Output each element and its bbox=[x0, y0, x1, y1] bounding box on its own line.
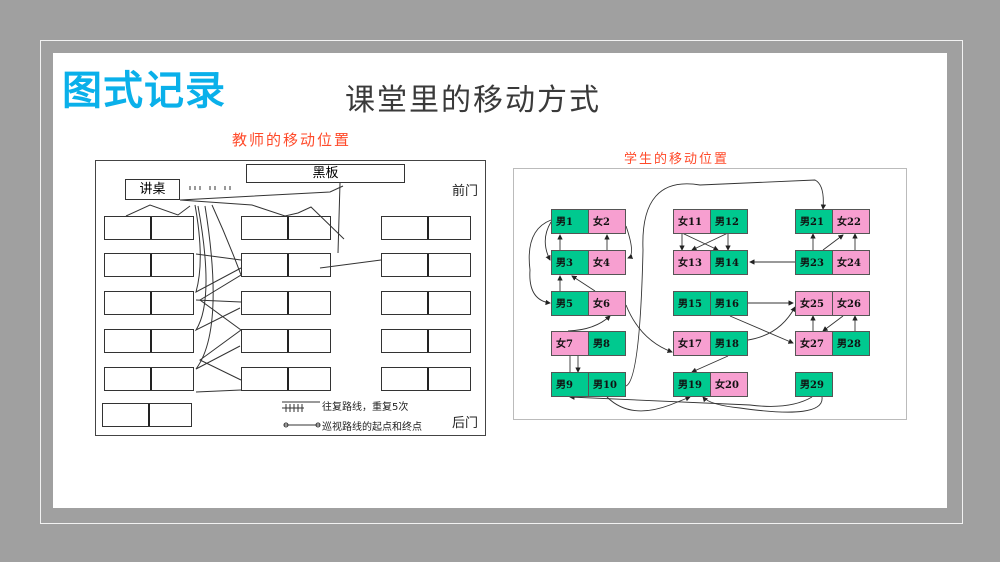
seat-cell: 女20 bbox=[710, 372, 748, 397]
desk-pair bbox=[104, 367, 194, 391]
seat-cell: 男28 bbox=[832, 331, 870, 356]
seat-cell: 女13 bbox=[673, 250, 711, 275]
seat-cell: 女24 bbox=[832, 250, 870, 275]
seat-cell: 男1 bbox=[551, 209, 589, 234]
seat-cell: 女7 bbox=[551, 331, 589, 356]
desk-pair bbox=[104, 291, 194, 315]
seat-cell: 女6 bbox=[588, 291, 626, 316]
desk-pair bbox=[104, 253, 194, 277]
seat-cell: 男21 bbox=[795, 209, 833, 234]
slide bbox=[53, 53, 947, 508]
seat-cell: 男18 bbox=[710, 331, 748, 356]
slide-title: 课堂里的移动方式 bbox=[345, 83, 601, 118]
desk-pair bbox=[241, 367, 331, 391]
lectern: 讲桌 bbox=[125, 179, 180, 200]
seat-cell: 男19 bbox=[673, 372, 711, 397]
seat-cell: 女11 bbox=[673, 209, 711, 234]
legend-endpoints-label: 巡视路线的起点和终点 bbox=[322, 422, 422, 433]
desk-pair bbox=[381, 216, 471, 240]
seat-cell: 女2 bbox=[588, 209, 626, 234]
desk-pair bbox=[381, 291, 471, 315]
teacher-diagram bbox=[95, 160, 486, 436]
desk-pair bbox=[241, 291, 331, 315]
desk-pair bbox=[381, 367, 471, 391]
seat-cell: 男14 bbox=[710, 250, 748, 275]
desk-pair bbox=[102, 403, 192, 427]
seat-cell: 男12 bbox=[710, 209, 748, 234]
seat-cell: 男29 bbox=[795, 372, 833, 397]
seat-cell: 女27 bbox=[795, 331, 833, 356]
seat-cell: 男23 bbox=[795, 250, 833, 275]
seat-cell: 男10 bbox=[588, 372, 626, 397]
seat-cell: 女26 bbox=[832, 291, 870, 316]
desk-pair bbox=[241, 329, 331, 353]
desk-pair bbox=[104, 329, 194, 353]
student-diagram bbox=[513, 168, 907, 420]
desk-pair bbox=[104, 216, 194, 240]
student-diagram-title: 学生的移动位置 bbox=[624, 152, 730, 167]
seat-cell: 男9 bbox=[551, 372, 589, 397]
seat-cell: 男16 bbox=[710, 291, 748, 316]
seat-cell: 女25 bbox=[795, 291, 833, 316]
seat-cell: 女22 bbox=[832, 209, 870, 234]
slide-frame bbox=[40, 40, 963, 524]
back-door-label: 后门 bbox=[452, 416, 479, 431]
desk-pair bbox=[381, 253, 471, 277]
brand-heading: 图式记录 bbox=[62, 68, 226, 114]
seat-cell: 男5 bbox=[551, 291, 589, 316]
seat-cell: 男8 bbox=[588, 331, 626, 356]
desk-pair bbox=[381, 329, 471, 353]
seat-cell: 男3 bbox=[551, 250, 589, 275]
seat-cell: 女4 bbox=[588, 250, 626, 275]
legend-repeat-label: 往复路线，重复5次 bbox=[322, 402, 409, 413]
blackboard: 黑板 bbox=[246, 164, 405, 183]
desk-pair bbox=[241, 253, 331, 277]
desk-pair bbox=[241, 216, 331, 240]
teacher-diagram-title: 教师的移动位置 bbox=[232, 131, 352, 149]
front-door-label: 前门 bbox=[452, 184, 479, 199]
seat-cell: 女17 bbox=[673, 331, 711, 356]
seat-cell: 男15 bbox=[673, 291, 711, 316]
